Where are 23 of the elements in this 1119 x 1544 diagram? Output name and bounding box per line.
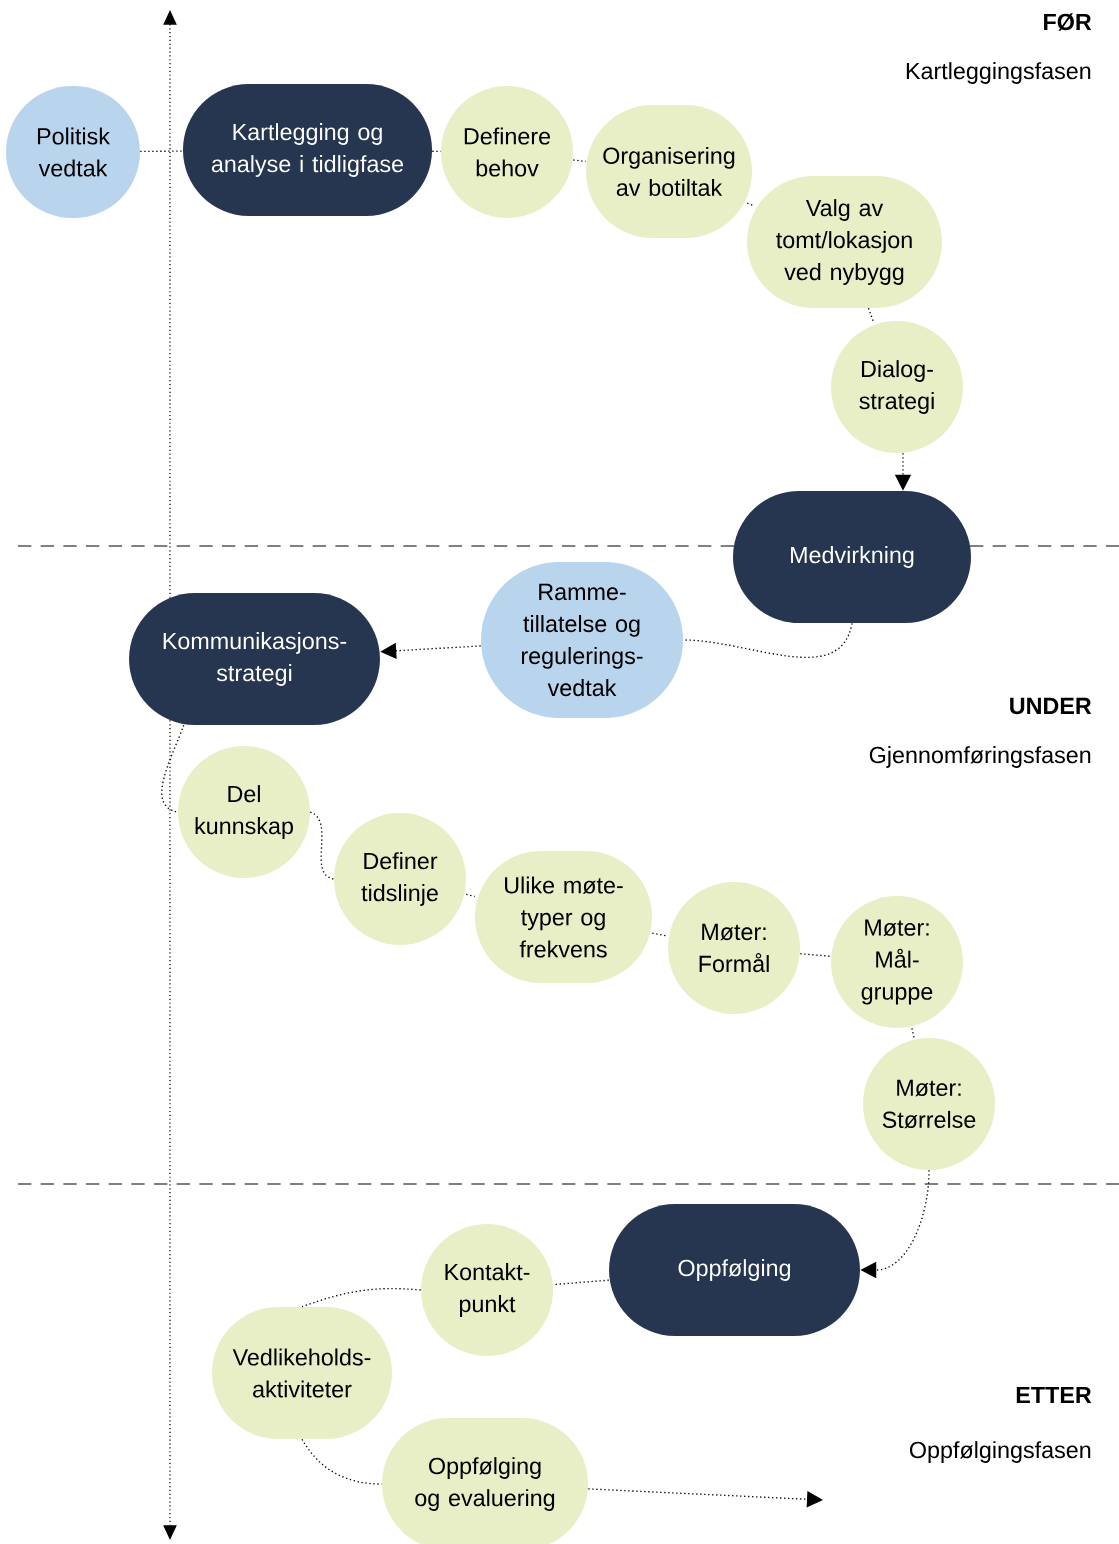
connector [309, 811, 335, 880]
connector [911, 1027, 915, 1039]
connector [301, 1438, 383, 1485]
connector [465, 893, 476, 898]
phase-box: Medvirkning [733, 491, 971, 623]
phase-box: Kartlegging og analyse i tidligfase [182, 84, 433, 216]
connector [587, 1488, 823, 1508]
connector [139, 150, 184, 153]
phase-heading: ETTER [1016, 1387, 1092, 1404]
connector [867, 307, 874, 322]
phase-heading: FØR [1044, 13, 1092, 31]
connector [746, 202, 753, 206]
phase-box: Oppfølging [609, 1204, 860, 1336]
phase-heading: UNDER [1010, 697, 1092, 715]
connector [572, 159, 587, 163]
phase-box: Kommunikasjons-strategi [129, 593, 380, 725]
phase-name: Oppfølgingsfasen [909, 1441, 1091, 1463]
connector [799, 953, 832, 957]
connector [161, 724, 185, 813]
connector [301, 1288, 422, 1308]
phase-name: Kartleggingsfasen [906, 62, 1091, 84]
connector [431, 150, 442, 152]
phase-name: Gjennomføringsfasen [869, 746, 1091, 768]
